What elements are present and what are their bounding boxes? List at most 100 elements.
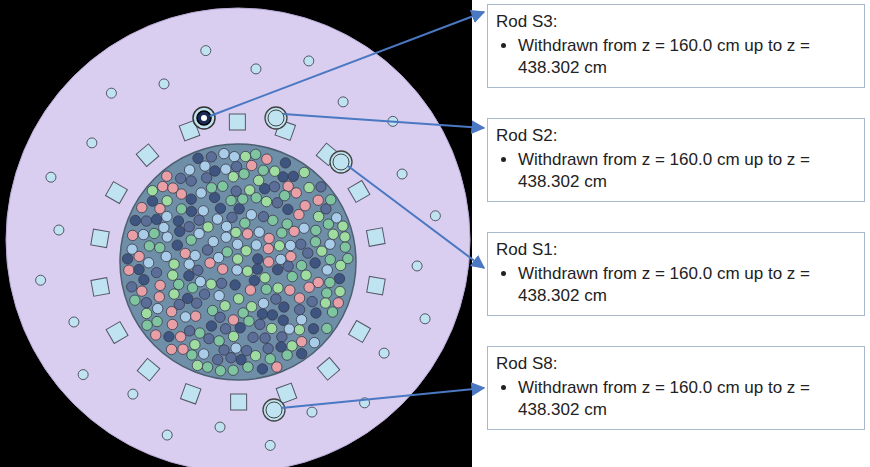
reflector-block	[366, 228, 385, 247]
pebble	[242, 266, 252, 276]
pebble	[184, 165, 194, 175]
pebble	[220, 301, 230, 311]
reflector-block	[229, 114, 245, 130]
pebble	[326, 195, 336, 205]
pebble	[296, 239, 306, 249]
pebble	[325, 239, 335, 249]
reflector-channel	[46, 172, 56, 182]
pebble	[283, 261, 293, 271]
leader-arrow	[210, 12, 484, 116]
pebble	[141, 216, 151, 226]
reflector-channel	[388, 116, 398, 126]
reflector-channel	[412, 261, 422, 271]
reflector-block	[180, 384, 200, 404]
pebble	[195, 276, 205, 286]
pebble	[294, 293, 304, 303]
pebble	[220, 324, 230, 334]
pebble	[151, 214, 161, 224]
pebble	[138, 229, 148, 239]
pebble	[304, 182, 314, 192]
callout-box: Rod S2:Withdrawn from z = 160.0 cm up to…	[487, 118, 865, 202]
pebble	[154, 292, 164, 302]
pebble	[176, 204, 186, 214]
pebble	[296, 348, 306, 358]
reflector-channel	[36, 275, 46, 285]
pebble	[169, 289, 179, 299]
pebble	[151, 330, 161, 340]
pebble	[283, 204, 293, 214]
callout-title: Rod S8:	[496, 353, 856, 375]
pebble	[322, 265, 332, 275]
pebble	[203, 222, 213, 232]
pebble	[166, 344, 176, 354]
pebble	[254, 227, 264, 237]
pebble	[187, 350, 197, 360]
pebble	[333, 298, 343, 308]
pebble	[296, 314, 306, 324]
pebble	[263, 343, 273, 353]
pebble	[252, 264, 262, 274]
pebble	[190, 250, 200, 260]
reflector	[6, 8, 470, 467]
reflector-channel	[215, 422, 225, 432]
bullet-list: Withdrawn from z = 160.0 cm up to z = 43…	[496, 35, 856, 79]
pebble	[122, 254, 132, 264]
pebble	[161, 251, 171, 261]
rod-s8	[263, 399, 285, 421]
pebble	[322, 288, 332, 298]
pebble	[296, 260, 306, 270]
pebble	[272, 264, 282, 274]
pebble	[262, 154, 272, 164]
pebble	[196, 188, 206, 198]
pebble	[226, 195, 236, 205]
pebble	[175, 173, 185, 183]
pebble	[268, 215, 278, 225]
pebble	[313, 195, 323, 205]
pebble	[193, 265, 203, 275]
pebble	[155, 280, 165, 290]
bullet-list: Withdrawn from z = 160.0 cm up to z = 43…	[496, 149, 856, 193]
pebble	[228, 365, 238, 375]
reflector-channel	[430, 211, 440, 221]
pebble	[267, 310, 277, 320]
core	[120, 144, 356, 380]
pebble	[285, 285, 295, 295]
reflector-channel	[128, 389, 138, 399]
pebble	[215, 203, 225, 213]
reflector-channel	[201, 46, 211, 56]
pebble	[246, 302, 256, 312]
pebble	[184, 271, 194, 281]
pebble	[240, 218, 250, 228]
pebble	[147, 196, 157, 206]
pebble	[242, 229, 252, 239]
pebble	[263, 243, 273, 253]
callout-box: Rod S1:Withdrawn from z = 160.0 cm up to…	[487, 232, 865, 316]
pebble	[152, 303, 162, 313]
pebble	[234, 204, 244, 214]
pebble	[221, 164, 231, 174]
pebble	[304, 282, 314, 292]
pebble	[215, 366, 225, 376]
callout-box: Rod S8:Withdrawn from z = 160.0 cm up to…	[487, 346, 865, 430]
pebble	[323, 219, 333, 229]
leader-arrow	[283, 114, 484, 128]
pebble	[199, 349, 209, 359]
pebble	[231, 343, 241, 353]
leader-arrow	[281, 388, 484, 408]
pebble	[164, 331, 174, 341]
pebble	[241, 345, 251, 355]
reflector-channel	[106, 88, 116, 98]
pebble	[219, 148, 229, 158]
pebble-bed	[122, 148, 353, 375]
reflector-features	[36, 46, 441, 451]
pebble	[166, 306, 176, 316]
pebble	[308, 324, 318, 334]
callout-title: Rod S2:	[496, 125, 856, 147]
reflector-block	[348, 181, 370, 203]
rod-s2	[265, 107, 287, 129]
pebble	[245, 285, 255, 295]
reflector-channel	[420, 314, 430, 324]
reflector-block	[91, 229, 109, 247]
reflector-channel	[397, 169, 407, 179]
pebble	[142, 320, 152, 330]
